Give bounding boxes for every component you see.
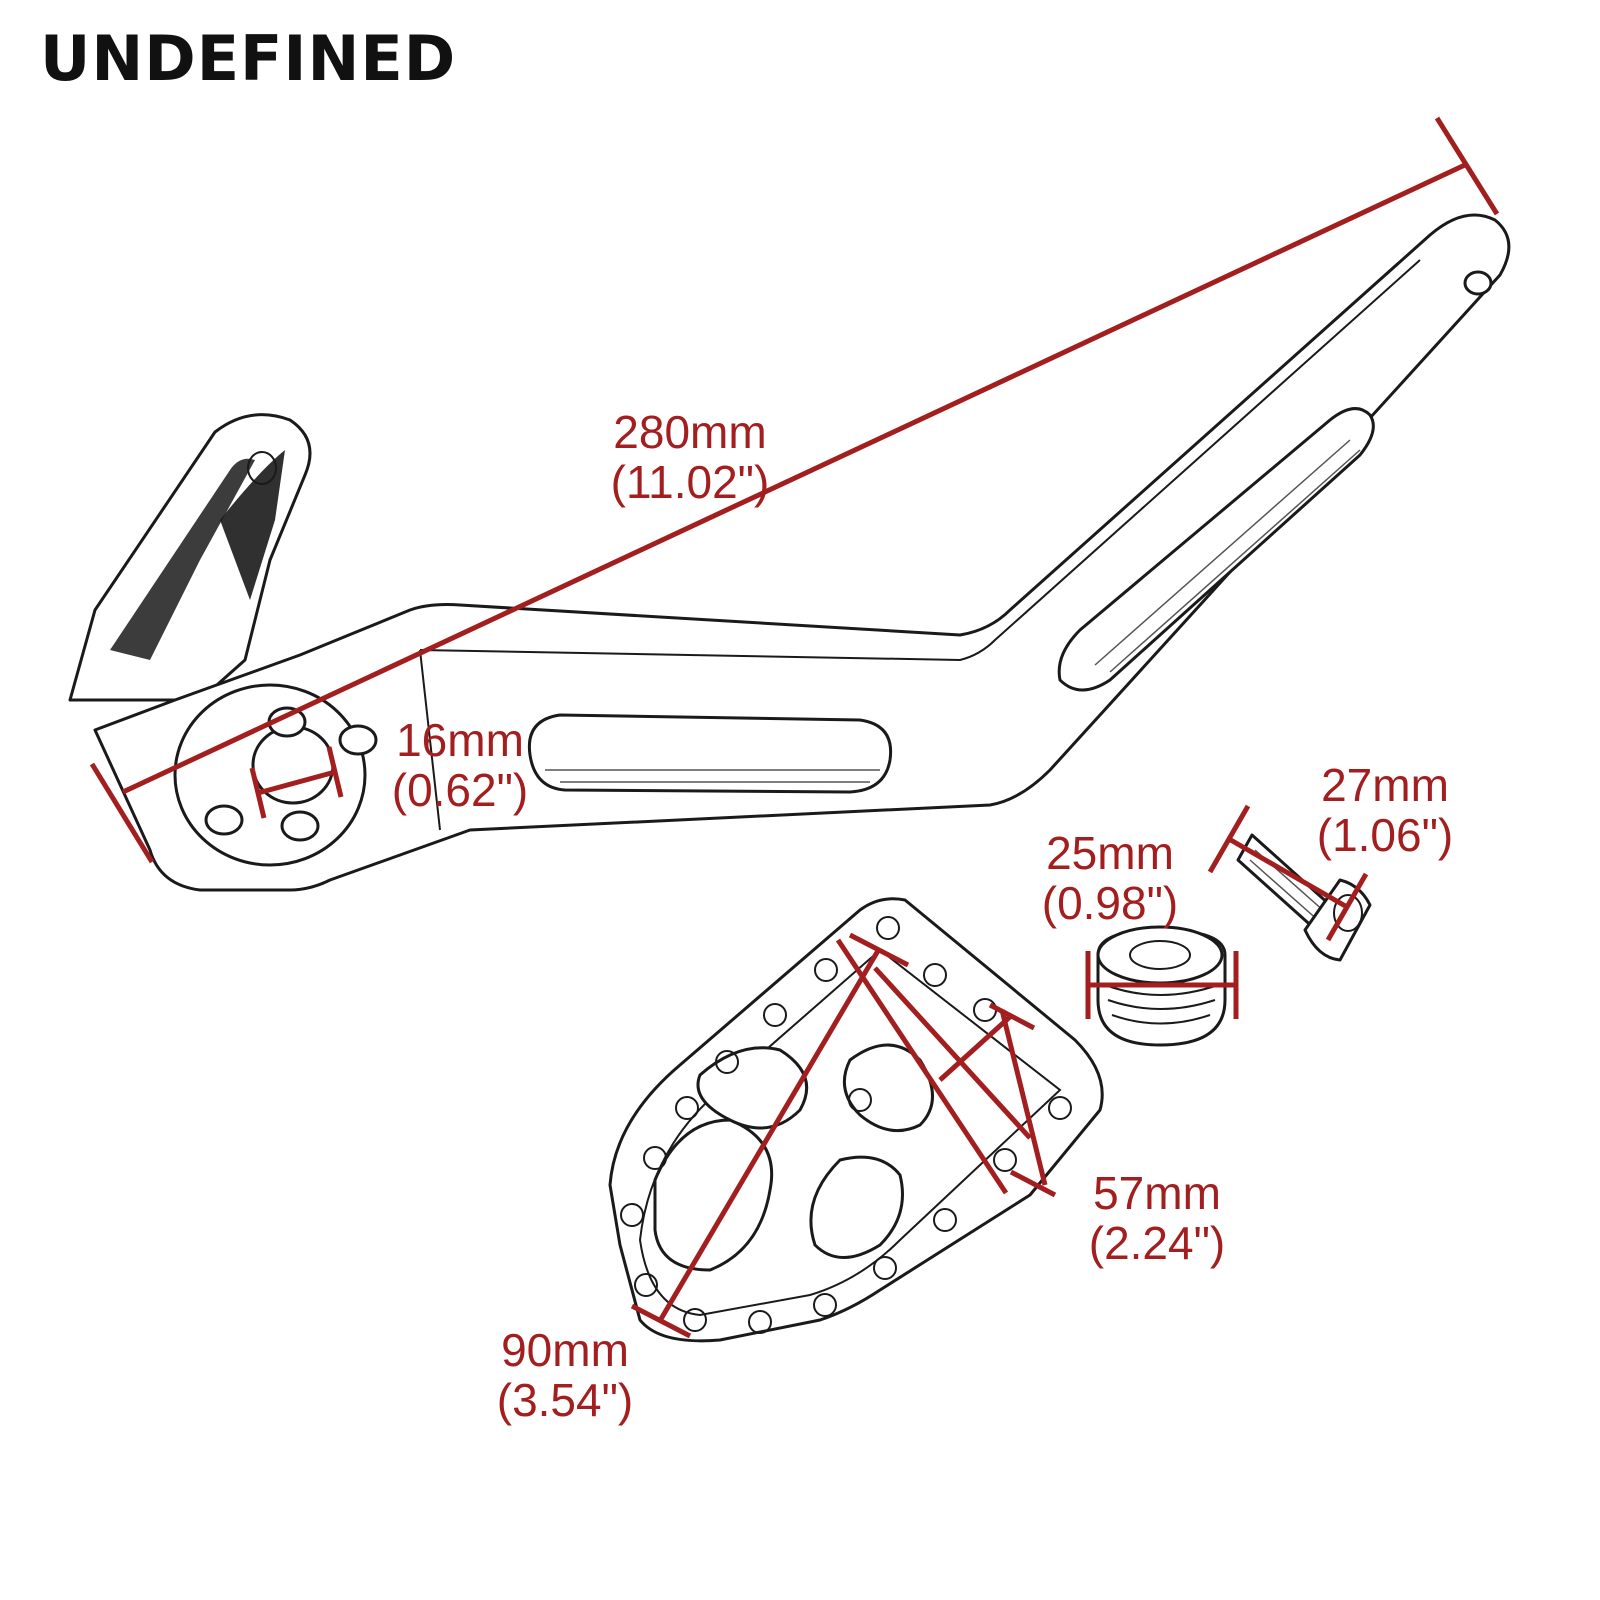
bolt-imperial: (1.06") bbox=[1316, 809, 1454, 861]
dimension-16mm-label: 16mm (0.62") bbox=[375, 715, 545, 815]
bolt-metric: 27mm bbox=[1321, 759, 1449, 811]
overall-length-metric: 280mm bbox=[613, 406, 767, 458]
peg-length-imperial: (3.54") bbox=[496, 1374, 634, 1426]
dimension-90mm-label: 90mm (3.54") bbox=[480, 1325, 650, 1425]
spacer-metric: 25mm bbox=[1046, 827, 1174, 879]
dimension-280mm-label: 280mm (11.02") bbox=[590, 407, 790, 507]
dimension-lines bbox=[89, 116, 1500, 1339]
overall-length-imperial: (11.02") bbox=[610, 456, 770, 508]
brake-lever-arm bbox=[68, 213, 1511, 892]
peg-width-metric: 57mm bbox=[1093, 1167, 1221, 1219]
spacer-imperial: (0.98") bbox=[1041, 877, 1179, 929]
dimension-27mm-label: 27mm (1.06") bbox=[1300, 760, 1470, 860]
dimension-57mm-label: 57mm (2.24") bbox=[1072, 1168, 1242, 1268]
brand-wordmark: UNDEFINED bbox=[40, 22, 457, 95]
pivot-bore-imperial: (0.62") bbox=[391, 764, 529, 816]
peg-length-metric: 90mm bbox=[501, 1324, 629, 1376]
peg-width-imperial: (2.24") bbox=[1088, 1217, 1226, 1269]
foot-peg bbox=[608, 897, 1104, 1343]
pivot-bore-metric: 16mm bbox=[396, 714, 524, 766]
dimension-25mm-label: 25mm (0.98") bbox=[1030, 828, 1190, 928]
